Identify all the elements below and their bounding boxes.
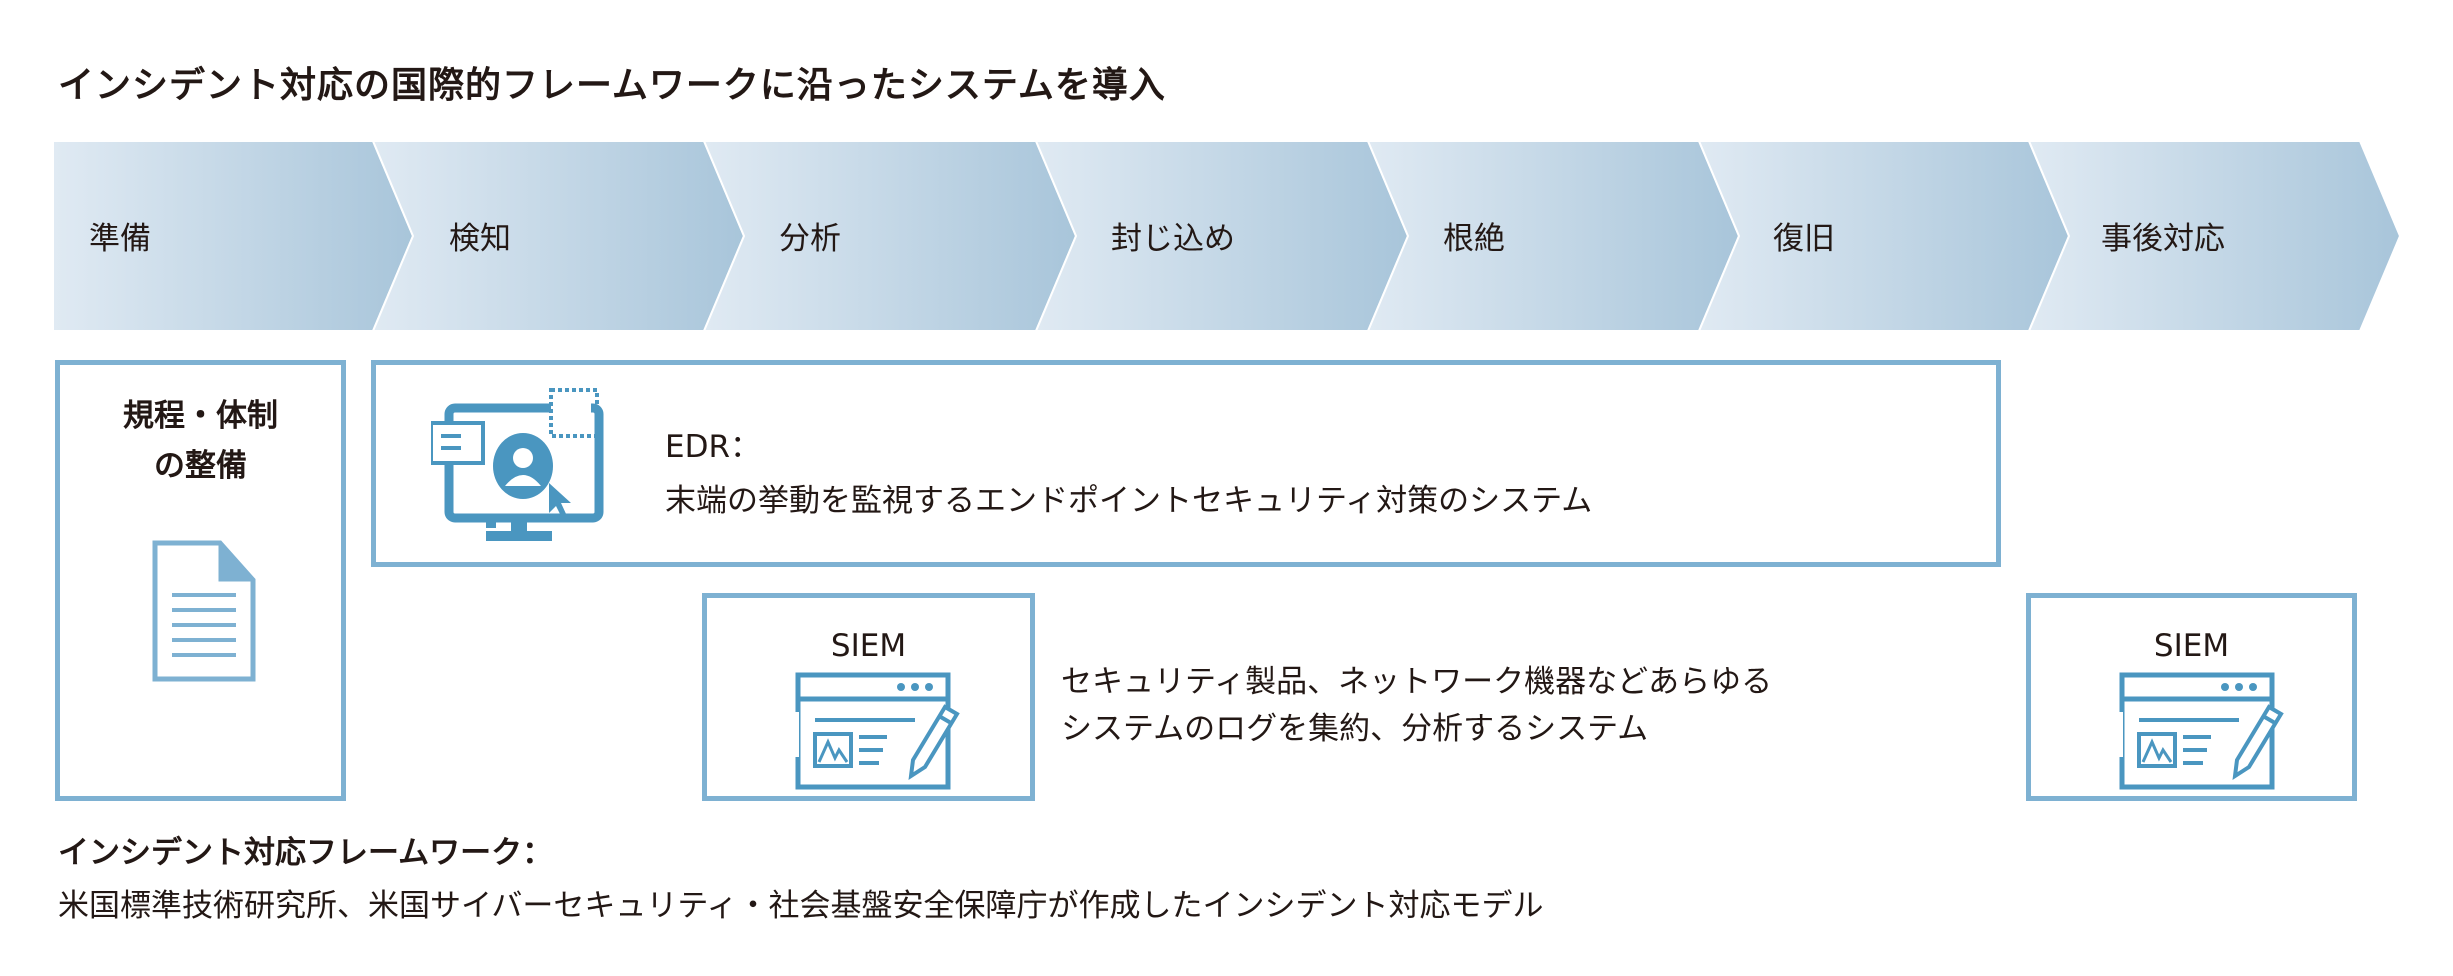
stage-detection: 検知 (449, 221, 511, 257)
footer-heading: インシデント対応フレームワーク： (58, 835, 554, 871)
browser-edit-icon (2119, 672, 2284, 790)
siem-label: SIEM (2153, 628, 2230, 664)
siem-box: SIEM (702, 593, 1035, 801)
edr-label: EDR： (665, 429, 761, 465)
stage-post-incident: 事後対応 (2101, 221, 2225, 257)
edr-description: 末端の挙動を監視するエンドポイントセキュリティ対策のシステム (665, 483, 1593, 519)
stage-chevron (1697, 141, 2071, 331)
monitor-user-icon (431, 388, 604, 541)
siem-label: SIEM (830, 628, 907, 664)
footer-text: 米国標準技術研究所、米国サイバーセキュリティ・社会基盤安全保障庁が作成したインシ… (58, 888, 1544, 924)
stage-chevron (702, 141, 1078, 331)
preparation-line2: の整備 (154, 448, 247, 484)
stage-chevron (2027, 141, 2402, 331)
siem-description-line2: システムのログを集約、分析するシステム (1061, 711, 1649, 747)
preparation-line1: 規程・体制 (123, 398, 278, 434)
edr-box: EDR： 末端の挙動を監視するエンドポイントセキュリティ対策のシステム (371, 360, 2001, 567)
siem-description-line1: セキュリティ製品、ネットワーク機器などあらゆる (1061, 664, 1773, 700)
stage-chevron (1034, 141, 1410, 331)
siem-box-post-incident: SIEM (2026, 593, 2357, 801)
stage-chevron (1366, 141, 1741, 331)
browser-edit-icon (795, 672, 960, 790)
stage-recovery: 復旧 (1773, 221, 1835, 257)
stage-band (52, 141, 2402, 331)
stage-containment: 封じ込め (1111, 221, 1235, 257)
stage-preparation: 準備 (89, 221, 151, 257)
stage-analysis: 分析 (779, 221, 841, 257)
page-title: インシデント対応の国際的フレームワークに沿ったシステムを導入 (58, 65, 1166, 106)
document-icon (152, 540, 256, 682)
preparation-box: 規程・体制 の整備 (55, 360, 346, 801)
stage-chevron (371, 141, 746, 331)
stage-eradication: 根絶 (1443, 221, 1505, 257)
